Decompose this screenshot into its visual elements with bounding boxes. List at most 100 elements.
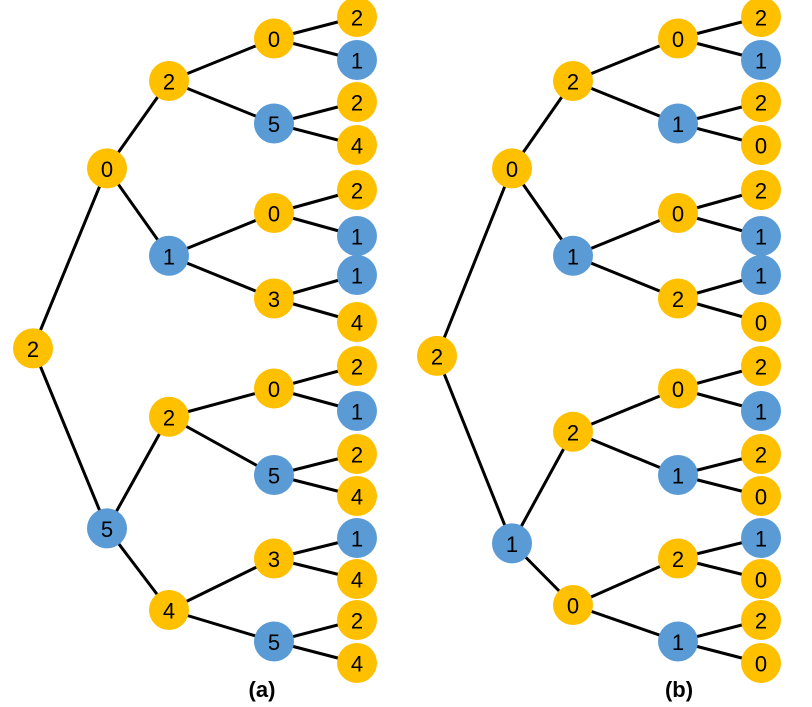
node-label: 2 [163, 405, 175, 430]
node-circle-yellow [149, 61, 189, 101]
node-label: 4 [351, 652, 363, 677]
tree-node: 2 [337, 346, 377, 386]
tree-node: 4 [337, 302, 377, 342]
node-label: 0 [101, 157, 113, 182]
node-circle-yellow [492, 148, 532, 189]
tree-node: 2 [741, 82, 781, 122]
node-circle-blue [741, 216, 781, 256]
node-circle-yellow [337, 600, 377, 640]
node-circle-blue [337, 255, 377, 295]
tree-node: 1 [337, 391, 377, 431]
node-label: 2 [351, 6, 363, 31]
node-circle-yellow [337, 559, 377, 599]
tree-node: 2 [553, 61, 593, 101]
node-circle-yellow [337, 346, 377, 386]
tree-node: 5 [87, 508, 127, 549]
node-circle-blue [87, 508, 127, 549]
tree-node: 1 [741, 255, 781, 295]
tree-node: 1 [337, 255, 377, 295]
tree-edge [435, 354, 514, 545]
nodes-layer: 2020215241021314520215244314524202021120… [13, 0, 781, 683]
node-circle-blue [254, 621, 294, 662]
tree-node: 5 [254, 103, 294, 144]
tree-node: 2 [149, 396, 189, 437]
node-label: 1 [351, 49, 363, 74]
node-circle-yellow [741, 125, 781, 165]
node-label: 2 [672, 287, 684, 312]
tree-node: 1 [741, 40, 781, 80]
node-circle-yellow [741, 0, 781, 37]
node-label: 2 [567, 420, 579, 445]
node-circle-yellow [553, 61, 593, 101]
node-circle-yellow [741, 302, 781, 342]
tree-node: 3 [254, 278, 294, 319]
node-label: 2 [755, 179, 767, 204]
caption-a: (a) [249, 677, 276, 702]
tree-node: 0 [658, 18, 698, 59]
tree-node: 5 [254, 455, 294, 495]
tree-node: 2 [337, 0, 377, 37]
node-circle-yellow [658, 538, 698, 579]
node-label: 5 [268, 112, 280, 137]
node-label: 1 [755, 264, 767, 289]
tree-node: 2 [13, 328, 53, 369]
node-label: 2 [351, 355, 363, 380]
node-label: 0 [672, 377, 684, 402]
tree-node: 4 [337, 559, 377, 599]
node-label: 2 [27, 337, 39, 362]
node-circle-yellow [337, 170, 377, 210]
tree-node: 5 [254, 621, 294, 662]
node-circle-yellow [741, 476, 781, 516]
node-circle-blue [337, 391, 377, 431]
tree-node: 2 [553, 411, 593, 452]
node-circle-blue [658, 621, 698, 662]
node-label: 2 [755, 6, 767, 31]
node-circle-yellow [337, 434, 377, 474]
node-circle-yellow [553, 411, 593, 452]
tree-node: 1 [553, 235, 593, 276]
tree-node: 2 [337, 170, 377, 210]
node-circle-yellow [254, 278, 294, 319]
node-circle-blue [553, 235, 593, 276]
node-circle-yellow [337, 125, 377, 165]
tree-node: 0 [658, 193, 698, 233]
tree-node: 2 [417, 335, 457, 376]
tree-node: 1 [741, 216, 781, 256]
tree-node: 0 [741, 643, 781, 683]
node-label: 2 [431, 344, 443, 369]
node-circle-yellow [337, 302, 377, 342]
node-circle-yellow [658, 193, 698, 233]
node-label: 1 [567, 244, 579, 269]
tree-node: 2 [741, 170, 781, 210]
node-label: 1 [506, 532, 518, 557]
node-circle-blue [741, 518, 781, 558]
node-label: 1 [755, 527, 767, 552]
caption-b: (b) [665, 677, 693, 702]
node-circle-yellow [13, 328, 53, 369]
tree-node: 0 [553, 585, 593, 625]
node-label: 4 [351, 485, 363, 510]
node-label: 2 [755, 609, 767, 634]
node-label: 1 [163, 244, 175, 269]
tree-node: 2 [741, 346, 781, 386]
node-circle-yellow [337, 476, 377, 516]
tree-node: 3 [254, 538, 294, 579]
node-label: 2 [672, 547, 684, 572]
node-circle-blue [492, 523, 532, 564]
node-label: 1 [672, 112, 684, 137]
tree-node: 0 [658, 368, 698, 409]
node-label: 2 [351, 609, 363, 634]
tree-node: 2 [149, 61, 189, 101]
node-label: 4 [351, 311, 363, 336]
node-label: 2 [351, 179, 363, 204]
tree-node: 1 [149, 235, 189, 276]
tree-edge [105, 415, 171, 530]
node-circle-blue [337, 518, 377, 558]
node-label: 0 [672, 27, 684, 52]
tree-node: 2 [741, 0, 781, 37]
tree-node: 1 [337, 216, 377, 256]
node-label: 2 [755, 355, 767, 380]
tree-node: 1 [741, 518, 781, 558]
node-label: 3 [268, 547, 280, 572]
tree-edge [31, 346, 109, 530]
